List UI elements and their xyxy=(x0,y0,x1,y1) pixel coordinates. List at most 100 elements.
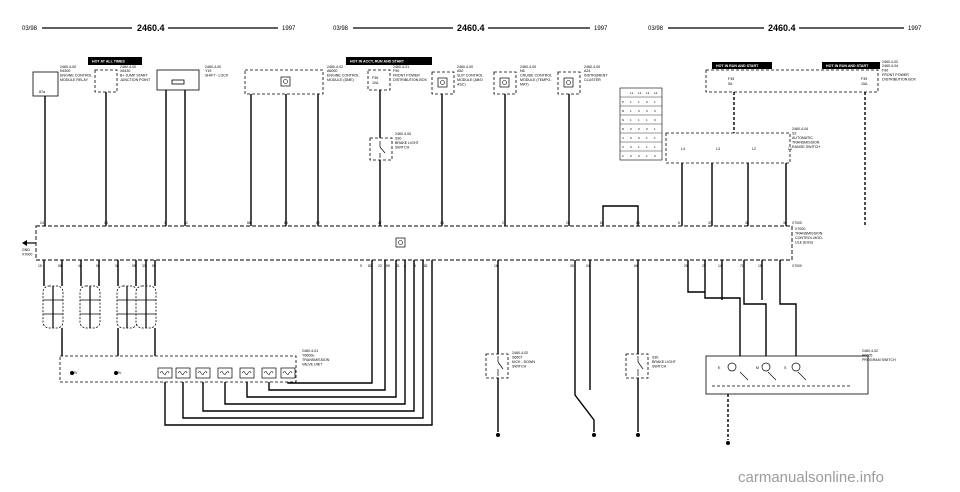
top-pin-label: 27 xyxy=(502,221,506,225)
bottom-pin-label: 35 xyxy=(115,264,119,268)
truth-table-cell: 0 xyxy=(654,118,656,122)
bottom-pin-label: X7000 xyxy=(792,264,802,268)
svg-text:2460.4-00: 2460.4-00 xyxy=(584,65,600,69)
svg-text:Y19: Y19 xyxy=(205,69,211,73)
svg-text:X7000: X7000 xyxy=(22,253,32,257)
svg-text:HOT IN ACCY, RUN AND START: HOT IN ACCY, RUN AND START xyxy=(350,60,405,64)
header-year-3: 1997 xyxy=(908,26,922,32)
header-date-1: 03/98 xyxy=(22,26,38,32)
truth-table-cell: N xyxy=(622,118,624,122)
bottom-wires xyxy=(43,260,797,440)
svg-text:SLIP CONTROL: SLIP CONTROL xyxy=(457,74,483,78)
svg-text:MODULE (DME): MODULE (DME) xyxy=(327,78,354,82)
svg-text:L1: L1 xyxy=(788,147,792,151)
svg-text:2460.4-00: 2460.4-00 xyxy=(395,132,411,136)
valve-solenoid xyxy=(239,367,255,379)
bottom-pin-label: 58 xyxy=(58,264,62,268)
bottom-pin-label: 66 xyxy=(634,264,638,268)
truth-table-cell: 0 xyxy=(654,154,656,158)
svg-text:2460.4-00: 2460.4-00 xyxy=(520,65,536,69)
bottom-pin-label: 25 xyxy=(684,264,688,268)
top-pin-label: 62 xyxy=(600,221,604,225)
truth-table-cell: 0 xyxy=(646,109,648,113)
truth-table-cell: R xyxy=(622,109,625,113)
svg-text:ASC): ASC) xyxy=(457,83,466,87)
hot-label-run-start-2: HOT IN RUN AND START xyxy=(822,62,880,69)
svg-text:L4: L4 xyxy=(681,147,685,151)
bottom-pin-label: 9 xyxy=(360,264,362,268)
bottom-pin-label: 56 xyxy=(96,264,100,268)
truth-table-cell: 1 xyxy=(654,100,656,104)
watermark-text: carmanualsonline.info xyxy=(738,469,884,486)
svg-text:F36: F36 xyxy=(372,76,378,80)
valve-solenoid xyxy=(157,367,173,379)
svg-text:FRONT POWER: FRONT POWER xyxy=(393,74,420,78)
program-switch-component: E M S 2460.4-02 S6605 PROGRAM SWITCH xyxy=(705,349,896,395)
svg-text:A6000: A6000 xyxy=(327,69,337,73)
truth-table-cell: 2 xyxy=(622,154,624,158)
svg-text:TRANSMISSION: TRANSMISSION xyxy=(795,232,823,236)
svg-text:MODULE (TEMPO-: MODULE (TEMPO- xyxy=(520,78,552,82)
truth-table-cell: 1 xyxy=(646,154,648,158)
top-pin-label: 6 xyxy=(678,221,680,225)
valve-solenoid xyxy=(217,367,233,379)
top-pin-label: 63 xyxy=(636,221,640,225)
kickdown-switch-component: 2460.4-02 S6607 KICK - DOWN SWITCH xyxy=(485,351,535,379)
svg-text:E: E xyxy=(718,366,721,370)
top-wires xyxy=(44,90,866,226)
svg-text:2460.4-02: 2460.4-02 xyxy=(862,349,878,353)
bottom-pin-label: 34 xyxy=(586,264,590,268)
svg-text:DISTRIBUTION BOX: DISTRIBUTION BOX xyxy=(393,78,428,82)
svg-text:2460.4-00: 2460.4-00 xyxy=(457,65,473,69)
wire-end-dots xyxy=(496,433,730,445)
bottom-pin-label: 23 xyxy=(378,264,382,268)
truth-table-cell: 0 xyxy=(646,100,648,104)
valve-mv-symbol xyxy=(114,371,118,375)
truth-table-cell: 4 xyxy=(622,136,624,140)
bottom-pin-label: 59 xyxy=(152,264,156,268)
truth-table-cell: 0 xyxy=(638,154,640,158)
top-pin-label: 32 xyxy=(184,221,188,225)
svg-text:X7000: X7000 xyxy=(795,227,805,231)
svg-text:2460.4-00: 2460.4-00 xyxy=(120,65,136,69)
front-power-distribution-1-component: F36 10A 2460.4-01 F90 FRONT POWER DISTRI… xyxy=(367,65,428,91)
jump-start-junction-component: 2460.4-00 X6430 B+ JUMP START JUNCTION P… xyxy=(94,65,151,93)
svg-text:Y6600u: Y6600u xyxy=(302,354,314,358)
svg-text:A52: A52 xyxy=(457,69,463,73)
header-year-1: 1997 xyxy=(282,26,296,32)
svg-text:ULE (EGS): ULE (EGS) xyxy=(795,241,813,245)
brake-light-switch-1-component: 2460.4-00 S30 BRAKE LIGHT SWITCH xyxy=(369,132,420,161)
top-pin-label: 18 xyxy=(440,221,444,225)
valve-mv-symbol xyxy=(70,371,74,375)
svg-text:5A: 5A xyxy=(728,82,733,86)
svg-text:2460.4-02: 2460.4-02 xyxy=(327,65,343,69)
svg-text:2460.4-02: 2460.4-02 xyxy=(512,351,528,355)
bottom-pin-label: 14 xyxy=(718,264,722,268)
bottom-pin-label: 15 xyxy=(758,264,762,268)
truth-table-header-cell: L3 xyxy=(646,91,650,95)
shift-lock-component: 2460.4-00 Y19 SHIFT - LOCK xyxy=(156,65,229,91)
svg-text:MODULE (ABS/: MODULE (ABS/ xyxy=(457,78,483,82)
engine-relay-component: 87a 2460.4-00 K6300 ENGINE CONTROL MODUL… xyxy=(32,65,92,97)
truth-table-cell: 1 xyxy=(638,145,640,149)
svg-text:F90: F90 xyxy=(393,69,399,73)
top-pin-label: 26 xyxy=(566,221,570,225)
truth-table-cell: 3 xyxy=(622,145,624,149)
cruise-control-module-component: 2460.4-00 N6 CRUISE CONTROL MODULE (TEMP… xyxy=(493,65,552,95)
truth-table-cell: 0 xyxy=(638,109,640,113)
bottom-pin-label: 81 xyxy=(396,264,400,268)
svg-text:2460.4-04: 2460.4-04 xyxy=(792,127,808,131)
svg-text:TRANSMISSION: TRANSMISSION xyxy=(302,358,330,362)
svg-text:2460.4-02: 2460.4-02 xyxy=(882,60,898,64)
svg-text:ENGINE CONTROL: ENGINE CONTROL xyxy=(327,74,359,78)
svg-text:2460.4-04: 2460.4-04 xyxy=(882,64,898,68)
valve-solenoid xyxy=(280,367,296,379)
bottom-pin-label: 46 xyxy=(78,264,82,268)
svg-text:AUTOMATIC: AUTOMATIC xyxy=(792,136,813,140)
svg-text:MV: MV xyxy=(116,371,122,375)
truth-table-cell: 1 xyxy=(654,127,656,131)
svg-text:PROGRAM SWITCH: PROGRAM SWITCH xyxy=(862,358,896,362)
